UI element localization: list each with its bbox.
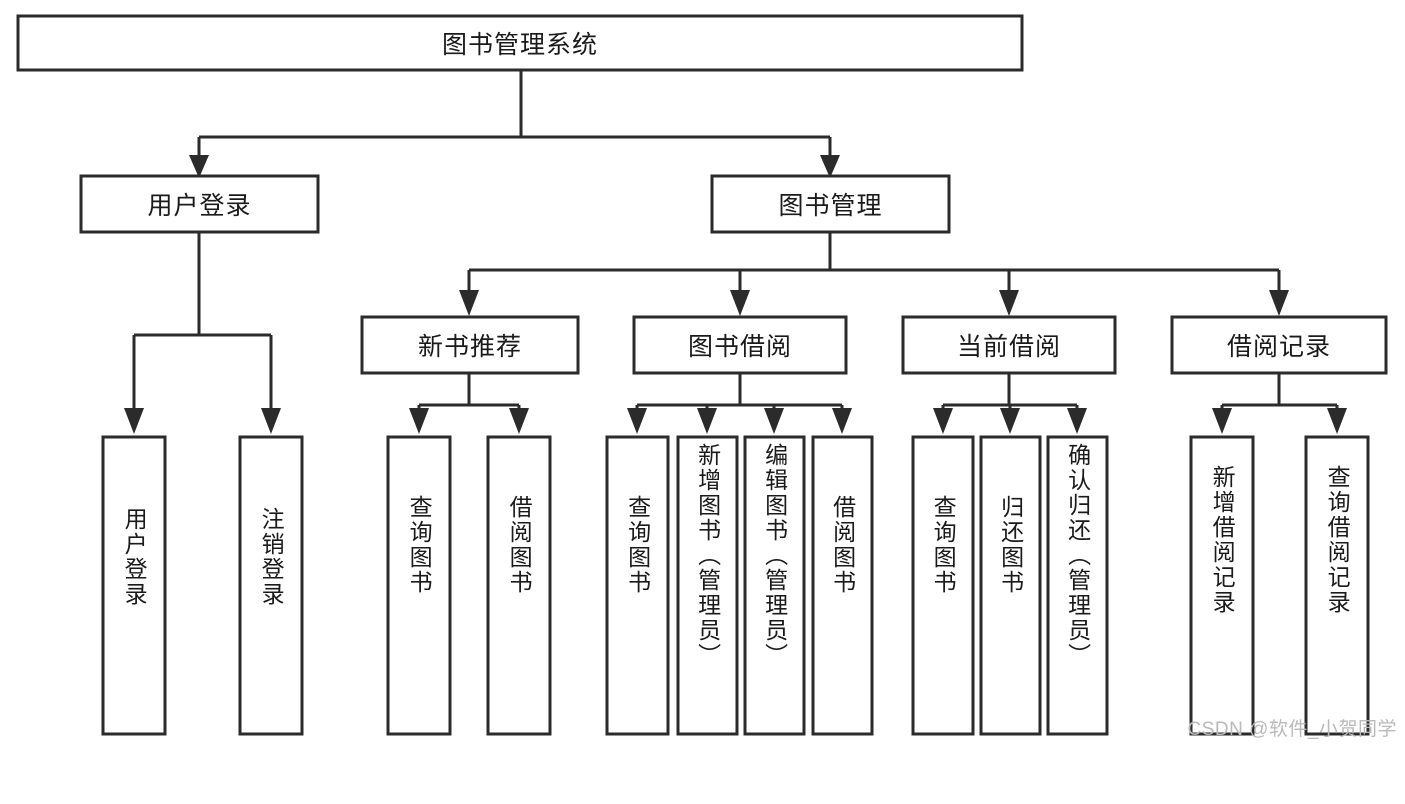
connector-group-user-login (124, 232, 281, 434)
node-box-leaf-user-login[interactable] (101, 435, 167, 736)
connector-group-current-borrow (933, 373, 1087, 434)
node-box-leaf-query-borrow-record[interactable] (1304, 435, 1370, 736)
arrowhead-borrow-record (1269, 290, 1289, 316)
node-box-new-book-recommend[interactable] (360, 315, 580, 375)
node-box-user-login[interactable] (79, 174, 320, 234)
arrowhead-leaf-return-book (1000, 408, 1020, 434)
connector-group-borrow-record (1212, 373, 1347, 434)
arrowhead-leaf-logout-login (261, 408, 281, 434)
node-box-borrow-record[interactable] (1170, 315, 1388, 375)
arrowhead-leaf-confirm-return (1067, 408, 1087, 434)
diagram-canvas: 图书管理系统 用户登录 图书管理 新书推荐 图书借阅 当前借阅 借阅记录 用户登… (16, 14, 1397, 740)
node-box-leaf-borrow-book-1[interactable] (486, 435, 552, 736)
csdn-watermark: CSDN @软件_小贺同学 (1187, 719, 1397, 740)
diagram-svg (16, 14, 1388, 736)
node-box-current-borrow[interactable] (901, 315, 1117, 375)
arrowhead-leaf-query-borrow-record (1327, 408, 1347, 434)
connector-group-book-borrow (627, 373, 852, 434)
connector-group-book-management (459, 232, 1289, 316)
arrowhead-leaf-add-borrow-record (1212, 408, 1232, 434)
arrowhead-leaf-query-book-2 (627, 408, 647, 434)
arrowhead-leaf-borrow-book-2 (832, 408, 852, 434)
arrowhead-leaf-query-book-1 (409, 408, 429, 434)
node-box-leaf-query-book-3[interactable] (911, 435, 975, 736)
node-box-leaf-return-book[interactable] (979, 435, 1042, 736)
node-box-root[interactable] (16, 14, 1024, 72)
arrowhead-leaf-user-login (124, 408, 144, 434)
arrowhead-book-management (820, 155, 840, 178)
node-box-book-management[interactable] (710, 174, 951, 234)
node-box-leaf-add-borrow-record[interactable] (1189, 435, 1255, 736)
arrowhead-leaf-borrow-book-1 (509, 408, 529, 434)
node-box-leaf-query-book-2[interactable] (605, 435, 670, 736)
arrowhead-book-borrow (730, 290, 750, 316)
node-box-book-borrow[interactable] (632, 315, 848, 375)
arrowhead-leaf-add-book (697, 408, 717, 434)
arrowhead-user-login (189, 155, 209, 178)
connector-group-root (189, 70, 840, 178)
node-box-leaf-query-book-1[interactable] (386, 435, 452, 736)
node-box-leaf-logout-login[interactable] (238, 435, 304, 736)
arrowhead-new-book-recommend (459, 290, 479, 316)
node-box-leaf-edit-book[interactable] (743, 435, 806, 736)
arrowhead-leaf-edit-book (764, 408, 784, 434)
node-box-leaf-borrow-book-2[interactable] (811, 435, 874, 736)
node-box-leaf-add-book[interactable] (676, 435, 739, 736)
arrowhead-leaf-query-book-3 (933, 408, 953, 434)
arrowhead-current-borrow (999, 290, 1019, 316)
connector-group-new-book-recommend (409, 373, 529, 434)
node-box-leaf-confirm-return[interactable] (1046, 435, 1109, 736)
